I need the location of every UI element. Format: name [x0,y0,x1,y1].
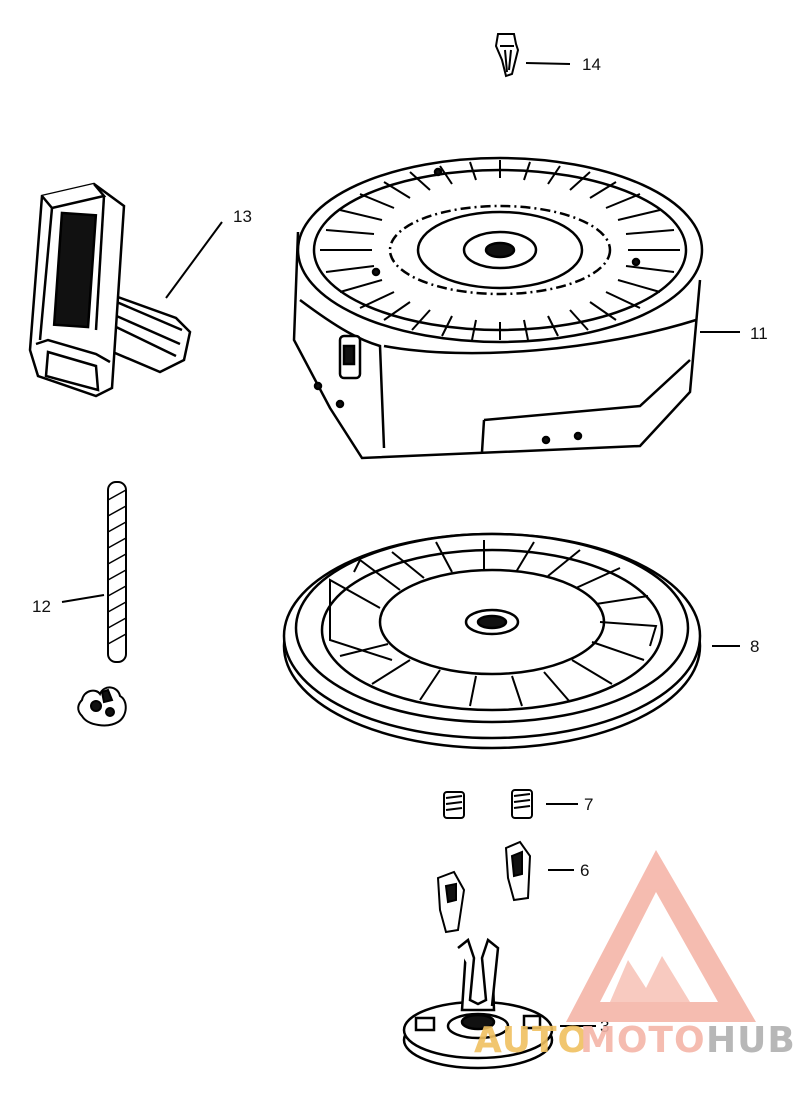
leader-13 [165,221,223,299]
callout-14: 14 [582,55,601,74]
leader-12 [61,594,105,603]
callout-11: 11 [750,324,768,343]
part-3-ratchet-hub [402,937,554,1070]
callout-3: 3 [600,1017,609,1036]
part-8-pulley [282,532,702,750]
part-14-pin [494,33,520,78]
part-12-starter-rope [107,481,127,663]
part-6-pawls [436,840,532,934]
watermark-text-auto: AUTO [474,1020,589,1061]
part-7-springs [443,789,533,819]
part-13-starter-handle [28,182,192,398]
rope-grommet [77,686,127,727]
watermark-text-hub: HUB [706,1020,796,1061]
callout-12: 12 [32,597,51,616]
callout-8: 8 [750,637,759,656]
callout-7: 7 [584,795,593,814]
watermark-logo: AUTO MOTO HUB [474,850,796,1061]
part-11-starter-housing [292,156,704,460]
callout-13: 13 [233,207,252,226]
callout-6: 6 [580,861,589,880]
watermark-text-moto: MOTO [580,1020,706,1061]
watermark-triangle-icon [566,850,756,1022]
leader-14 [525,62,571,65]
